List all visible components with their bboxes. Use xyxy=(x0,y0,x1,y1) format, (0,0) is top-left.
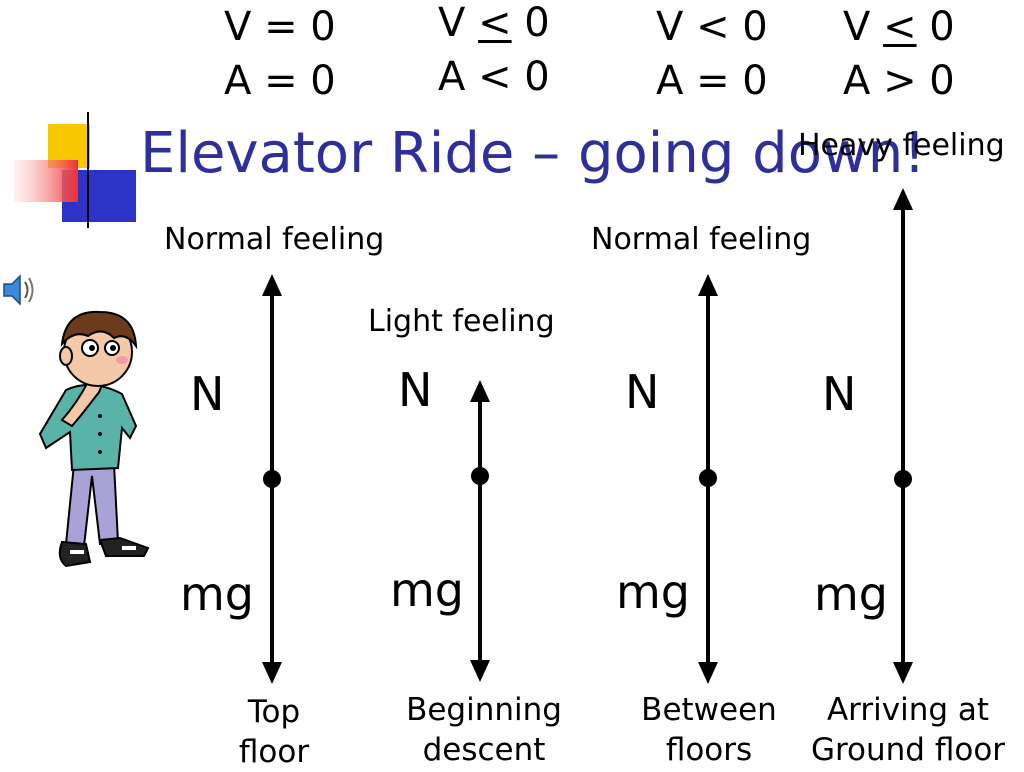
state-4-velocity: V < 0 xyxy=(843,4,955,50)
state-1-forces xyxy=(262,274,282,684)
state-3-weight-label: mg xyxy=(616,565,691,619)
state-3-feeling: Normal feeling xyxy=(591,222,812,257)
state-2-acceleration: A < 0 xyxy=(438,54,550,100)
state-3-acceleration: A = 0 xyxy=(656,58,768,104)
state-3-normal-arrowhead xyxy=(698,274,718,296)
state-1-normal-label: N xyxy=(190,367,225,421)
state-4-forces xyxy=(893,188,913,684)
state-2-forces xyxy=(470,380,490,682)
state-4-body-dot xyxy=(894,470,912,488)
state-4-normal-arrowhead xyxy=(893,188,913,210)
state-1-weight-arrowhead xyxy=(262,662,282,684)
state-3-caption: Between floors xyxy=(641,692,777,768)
slide-decoration-icon xyxy=(14,112,960,228)
state-2-normal-label: N xyxy=(398,363,433,417)
state-4-feeling: Heavy feeling xyxy=(798,128,1005,163)
state-1-weight-label: mg xyxy=(180,567,255,621)
state-3-body-dot xyxy=(699,469,717,487)
state-3-values: V < 0 A = 0 xyxy=(656,0,768,108)
state-1-velocity: V = 0 xyxy=(224,4,336,50)
state-2-feeling: Light feeling xyxy=(368,304,555,339)
state-4-values: V < 0 A > 0 xyxy=(843,0,955,108)
state-2-weight-label: mg xyxy=(390,563,465,617)
state-3-normal-label: N xyxy=(625,365,660,419)
state-1-body-dot xyxy=(263,470,281,488)
state-1-acceleration: A = 0 xyxy=(224,58,336,104)
state-4-weight-arrowhead xyxy=(893,662,913,684)
state-4-acceleration: A > 0 xyxy=(843,58,955,104)
state-2-caption: Beginning descent xyxy=(406,692,562,768)
state-2-values: V < 0 A < 0 xyxy=(438,0,550,104)
state-3-velocity: V < 0 xyxy=(656,4,768,50)
speaker-icon[interactable] xyxy=(0,270,40,310)
state-1-feeling: Normal feeling xyxy=(164,222,385,257)
state-4-weight-label: mg xyxy=(814,567,889,621)
state-2-velocity: V < 0 xyxy=(438,0,550,46)
state-4-normal-label: N xyxy=(822,367,857,421)
state-2-normal-arrowhead xyxy=(470,380,490,402)
state-3-weight-arrowhead xyxy=(698,662,718,684)
thinking-boy-icon xyxy=(38,310,150,568)
state-2-body-dot xyxy=(471,467,489,485)
state-2-weight-arrowhead xyxy=(470,660,490,682)
state-4-caption: Arriving at Ground floor xyxy=(810,692,1006,768)
page-title: Elevator Ride – going down! xyxy=(140,121,926,186)
state-1-values: V = 0 A = 0 xyxy=(224,0,336,108)
state-1-normal-arrowhead xyxy=(262,274,282,296)
state-3-forces xyxy=(698,274,718,684)
state-1-caption: Top floor xyxy=(238,694,310,770)
